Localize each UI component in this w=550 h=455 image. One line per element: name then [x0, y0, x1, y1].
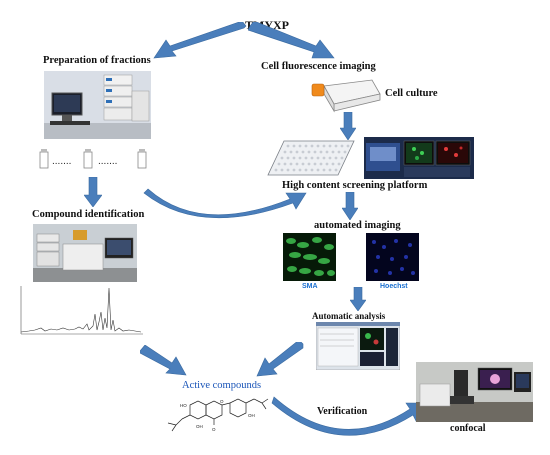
- cell-fluorescence-imaging-label: Cell fluorescence imaging: [261, 61, 376, 72]
- arrow-title-to-prep: [153, 22, 247, 59]
- automatic-analysis-label: Automatic analysis: [312, 311, 386, 321]
- hoechst-label: Hoechst: [380, 283, 408, 290]
- arrow-imaging-to-analysis: [350, 287, 366, 311]
- confocal-label: confocal: [450, 423, 486, 434]
- analysis-software-screenshot: [316, 322, 400, 370]
- svg-text:OH: OH: [196, 424, 203, 429]
- prep-fractions-label: Preparation of fractions: [43, 55, 151, 66]
- verification-label: Verification: [317, 406, 368, 417]
- chromatogram-plot: [17, 284, 145, 342]
- automated-imaging-label: automated imaging: [314, 220, 401, 231]
- arrow-fractions-to-screening: [143, 188, 307, 219]
- hplc-instrument-image: [44, 71, 151, 139]
- cell-culture-label: Cell culture: [385, 88, 438, 99]
- sma-fluorescence-image: [283, 233, 336, 281]
- arrow-title-to-imaging: [248, 22, 335, 59]
- active-compound-structure: HO OH O OH O: [160, 393, 275, 433]
- active-compounds-label: Active compounds: [182, 380, 262, 391]
- fraction-tubes-row: ....... .......: [38, 148, 156, 170]
- svg-text:O: O: [212, 427, 216, 432]
- well-plate-image: [266, 137, 356, 179]
- svg-text:.......: .......: [98, 156, 117, 167]
- arrow-analysis-to-active: [256, 342, 304, 377]
- cell-culture-flask-image: [310, 78, 382, 114]
- hcs-instrument-image: [364, 137, 474, 179]
- arrow-identification-to-active: [140, 345, 187, 376]
- svg-text:.......: .......: [52, 156, 71, 167]
- hcs-platform-label: High content screening platform: [282, 180, 428, 191]
- confocal-microscope-image: [416, 362, 533, 422]
- compound-identification-label: Compound identification: [32, 209, 145, 220]
- arrow-hcs-to-imaging: [342, 192, 358, 220]
- lcms-instrument-image: [33, 224, 137, 282]
- arrow-culture-to-plate: [340, 112, 356, 140]
- sma-label: SMA: [302, 283, 318, 290]
- hoechst-fluorescence-image: [366, 233, 419, 281]
- svg-text:O: O: [220, 399, 224, 404]
- arrow-fractions-to-identification: [84, 177, 102, 207]
- svg-text:OH: OH: [248, 413, 255, 418]
- svg-text:HO: HO: [180, 403, 187, 408]
